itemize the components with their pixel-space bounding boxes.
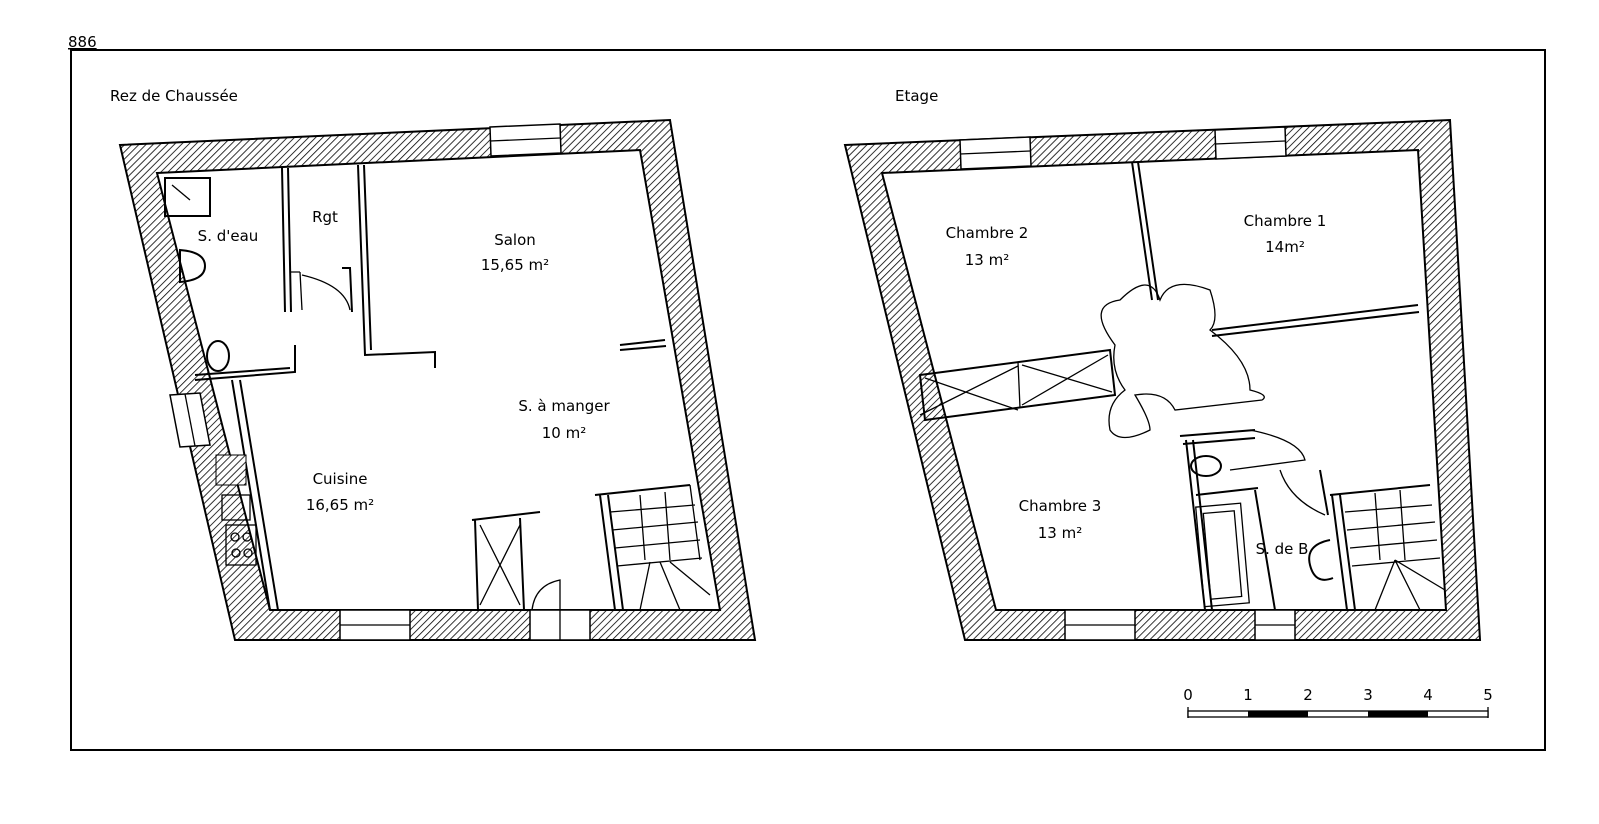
room-label-salon: Salon <box>494 231 536 249</box>
washbasin-icon <box>179 248 207 284</box>
scale-tick-label: 1 <box>1243 686 1253 704</box>
room-area-chambre-1: 14m² <box>1265 238 1305 256</box>
upper-floor-plan: Chambre 2 13 m² Chambre 1 14m² Chambre 3… <box>843 118 1482 641</box>
room-label-rangement: Rgt <box>312 208 338 226</box>
scale-segment <box>1368 711 1428 717</box>
staircase-icon <box>1329 484 1446 611</box>
ground-floor-title: Rez de Chaussée <box>110 87 238 105</box>
ground-floor-plan: S. d'eau Rgt Salon 15,65 m² S. à manger … <box>118 118 757 641</box>
landing-door-swings-icon <box>1100 283 1326 516</box>
upper-floor-room-labels: Chambre 2 13 m² Chambre 1 14m² Chambre 3… <box>946 212 1327 558</box>
washbasin-icon <box>1308 539 1334 581</box>
room-area-salle-a-manger: 10 m² <box>542 424 586 442</box>
upper-floor-walls <box>843 118 1482 641</box>
upper-floor-windows <box>959 126 1296 641</box>
ground-floor-room-labels: S. d'eau Rgt Salon 15,65 m² S. à manger … <box>198 208 611 514</box>
door-swing-icon <box>531 579 561 640</box>
scale-tick-label: 4 <box>1423 686 1433 704</box>
room-area-salon: 15,65 m² <box>481 256 549 274</box>
kitchen-stove-icon <box>215 454 257 566</box>
scale-tick-label: 3 <box>1363 686 1373 704</box>
upper-floor-title: Etage <box>895 87 938 105</box>
room-label-salle-de-bain: S. de B <box>1256 540 1309 558</box>
room-label-cuisine: Cuisine <box>313 470 368 488</box>
plan-number: 886 <box>68 33 97 51</box>
ground-floor-partitions <box>194 164 667 611</box>
bathtub-icon <box>1195 502 1250 608</box>
scale-tick-label: 0 <box>1183 686 1193 704</box>
room-label-chambre-2: Chambre 2 <box>946 224 1029 242</box>
scale-segment <box>1248 711 1308 717</box>
shower-icon <box>164 177 211 217</box>
wardrobe-icon <box>918 348 1117 422</box>
room-area-cuisine: 16,65 m² <box>306 496 374 514</box>
scale-tick-label: 5 <box>1483 686 1493 704</box>
room-area-chambre-3: 13 m² <box>1038 524 1082 542</box>
room-label-chambre-1: Chambre 1 <box>1244 212 1327 230</box>
staircase-icon <box>594 484 711 611</box>
room-label-chambre-3: Chambre 3 <box>1019 497 1102 515</box>
room-label-salle-d-eau: S. d'eau <box>198 227 259 245</box>
scale-tick-label: 2 <box>1303 686 1313 704</box>
toilet-icon <box>1190 455 1222 477</box>
closet-icon <box>471 511 541 611</box>
drawing-frame <box>70 49 1546 751</box>
toilet-icon <box>206 340 230 372</box>
room-label-salle-a-manger: S. à manger <box>518 397 610 415</box>
scale-bar: 0 1 2 3 4 5 <box>1183 686 1493 718</box>
room-area-chambre-2: 13 m² <box>965 251 1009 269</box>
